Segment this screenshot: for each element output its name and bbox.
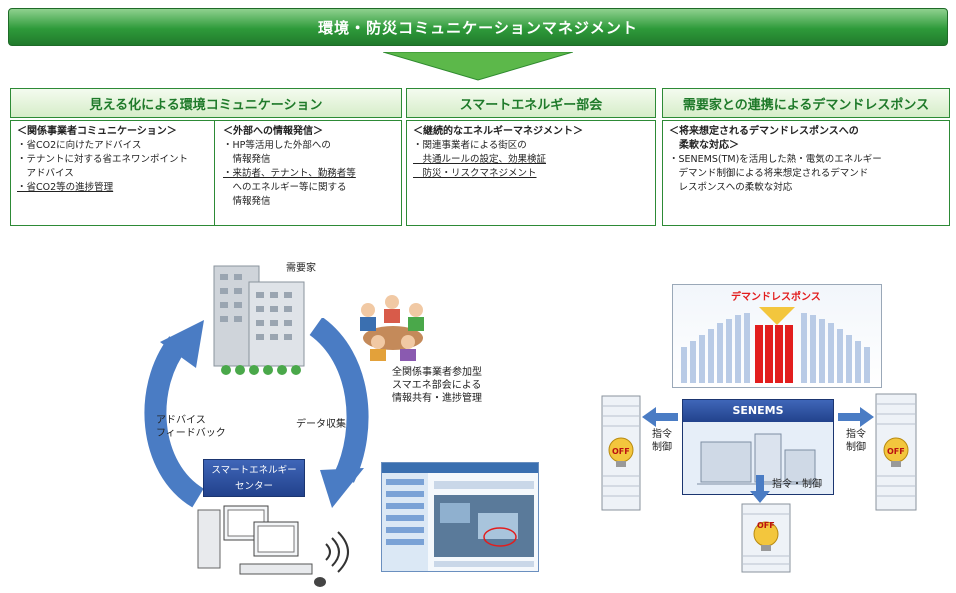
left-bulb-off-label: OFF — [612, 447, 630, 456]
text-line: ・テナントに対する省エネワンポイント — [17, 154, 189, 165]
column-heading-text: スマートエネルギー部会 — [459, 97, 603, 113]
text-line: 防災・リスクマネジメント — [413, 168, 537, 179]
text-line: ・HP等活用した外部への — [223, 140, 331, 151]
page-title-text: 環境・防災コミュニケーションマネジメント — [318, 18, 638, 37]
demand-bars-icon — [681, 307, 870, 383]
text-line: ・来訪者、テナント、勤務者等 — [223, 168, 356, 179]
text-line: レスポンスへの柔軟な対応 — [669, 182, 793, 193]
command-label-line: 制御 — [846, 442, 866, 453]
text-line: ・省CO2に向けたアドバイス — [17, 140, 142, 151]
subtitle-energy-mgmt: ＜継続的なエネルギーマネジメント＞ — [413, 126, 583, 137]
left-building-icon — [601, 395, 641, 511]
down-command-arrow-icon — [750, 475, 770, 503]
text-line: 共通ルールの設定、効果検証 — [413, 154, 547, 165]
bottom-building-icon — [741, 503, 791, 573]
right-command-label: 指令 制御 — [846, 428, 866, 454]
column-heading-text: 需要家との連携によるデマンドレスポンス — [682, 97, 930, 113]
text-line: へのエネルギー等に関する — [223, 182, 347, 193]
bottom-bulb-off-label: OFF — [757, 521, 775, 530]
computer-terminals-icon — [197, 505, 349, 587]
meeting-label-line: スマエネ部会による — [392, 380, 482, 391]
advice-label-line: アドバイス — [156, 415, 206, 426]
advice-label: アドバイス フィードバック — [156, 414, 226, 440]
advice-label-line: フィードバック — [156, 428, 226, 439]
demand-response-panel: デマンドレスポンス — [672, 284, 882, 388]
facility-illustration-icon — [697, 433, 821, 485]
command-label-line: 指令 — [652, 429, 672, 440]
website-thumbnail-icon — [382, 463, 538, 571]
text-line: 情報発信 — [223, 154, 271, 165]
column-body-smart-energy: ＜継続的なエネルギーマネジメント＞ ・関連事業者による街区の 共通ルールの設定、… — [406, 120, 656, 226]
text-line: ・関連事業者による街区の — [413, 140, 527, 151]
center-label-line: センター — [234, 481, 273, 492]
text-line: アドバイス — [17, 168, 74, 179]
building-label: 需要家 — [286, 263, 316, 274]
meeting-label-line: 情報共有・進捗管理 — [392, 393, 482, 404]
bottom-command-label: 指令・制御 — [772, 479, 822, 490]
right-building-icon — [875, 393, 917, 511]
down-arrow-icon — [383, 52, 573, 81]
text-line: ・SENEMS(TM)を活用した熱・電気のエネルギー — [669, 154, 882, 165]
column-heading-visualization: 見える化による環境コミュニケーション — [10, 88, 402, 118]
senems-label: SENEMS — [683, 400, 833, 422]
column-body-demand-response: ＜将来想定されるデマンドレスポンスへの 柔軟な対応＞ ・SENEMS(TM)を活… — [662, 120, 950, 226]
subtitle-external: ＜外部への情報発信＞ — [223, 126, 323, 137]
data-collection-label: データ収集 — [296, 419, 346, 430]
text-line: デマンド制御による将来想定されるデマンド — [669, 168, 869, 179]
website-screenshot — [381, 462, 539, 572]
page-title: 環境・防災コミュニケーションマネジメント — [8, 8, 948, 46]
subtitle-future-dr: ＜将来想定されるデマンドレスポンスへの — [669, 126, 859, 137]
right-arrow-icon — [838, 407, 874, 427]
smart-energy-center-box: スマートエネルギー センター — [203, 459, 305, 497]
feedback-arrow-icon — [144, 320, 205, 508]
column-heading-smart-energy: スマートエネルギー部会 — [406, 88, 656, 118]
meeting-label: 全関係事業者参加型 スマエネ部会による 情報共有・進捗管理 — [392, 366, 482, 405]
left-arrow-icon — [642, 407, 678, 427]
text-line: 情報発信 — [223, 196, 271, 207]
buildings-icon — [213, 265, 305, 375]
meeting-people-icon — [360, 295, 424, 361]
text-line: ・省CO2等の進捗管理 — [17, 182, 114, 193]
command-label-line: 制御 — [652, 442, 672, 453]
column-divider — [214, 120, 215, 226]
subtitle-stakeholder: ＜関係事業者コミュニケーション＞ — [17, 126, 177, 137]
data-collection-arrow-icon — [309, 318, 369, 508]
center-label-line: スマートエネルギー — [211, 465, 297, 476]
column-heading-text: 見える化による環境コミュニケーション — [89, 97, 323, 113]
column-body-visualization: ＜関係事業者コミュニケーション＞ ・省CO2に向けたアドバイス ・テナントに対す… — [10, 120, 402, 226]
left-command-label: 指令 制御 — [652, 428, 672, 454]
right-bulb-off-label: OFF — [887, 447, 905, 456]
meeting-label-line: 全関係事業者参加型 — [392, 367, 482, 378]
demand-response-label: デマンドレスポンス — [731, 292, 821, 303]
command-label-line: 指令 — [846, 429, 866, 440]
column-heading-demand-response: 需要家との連携によるデマンドレスポンス — [662, 88, 950, 118]
subtitle-future-dr-cont: 柔軟な対応＞ — [669, 140, 739, 151]
